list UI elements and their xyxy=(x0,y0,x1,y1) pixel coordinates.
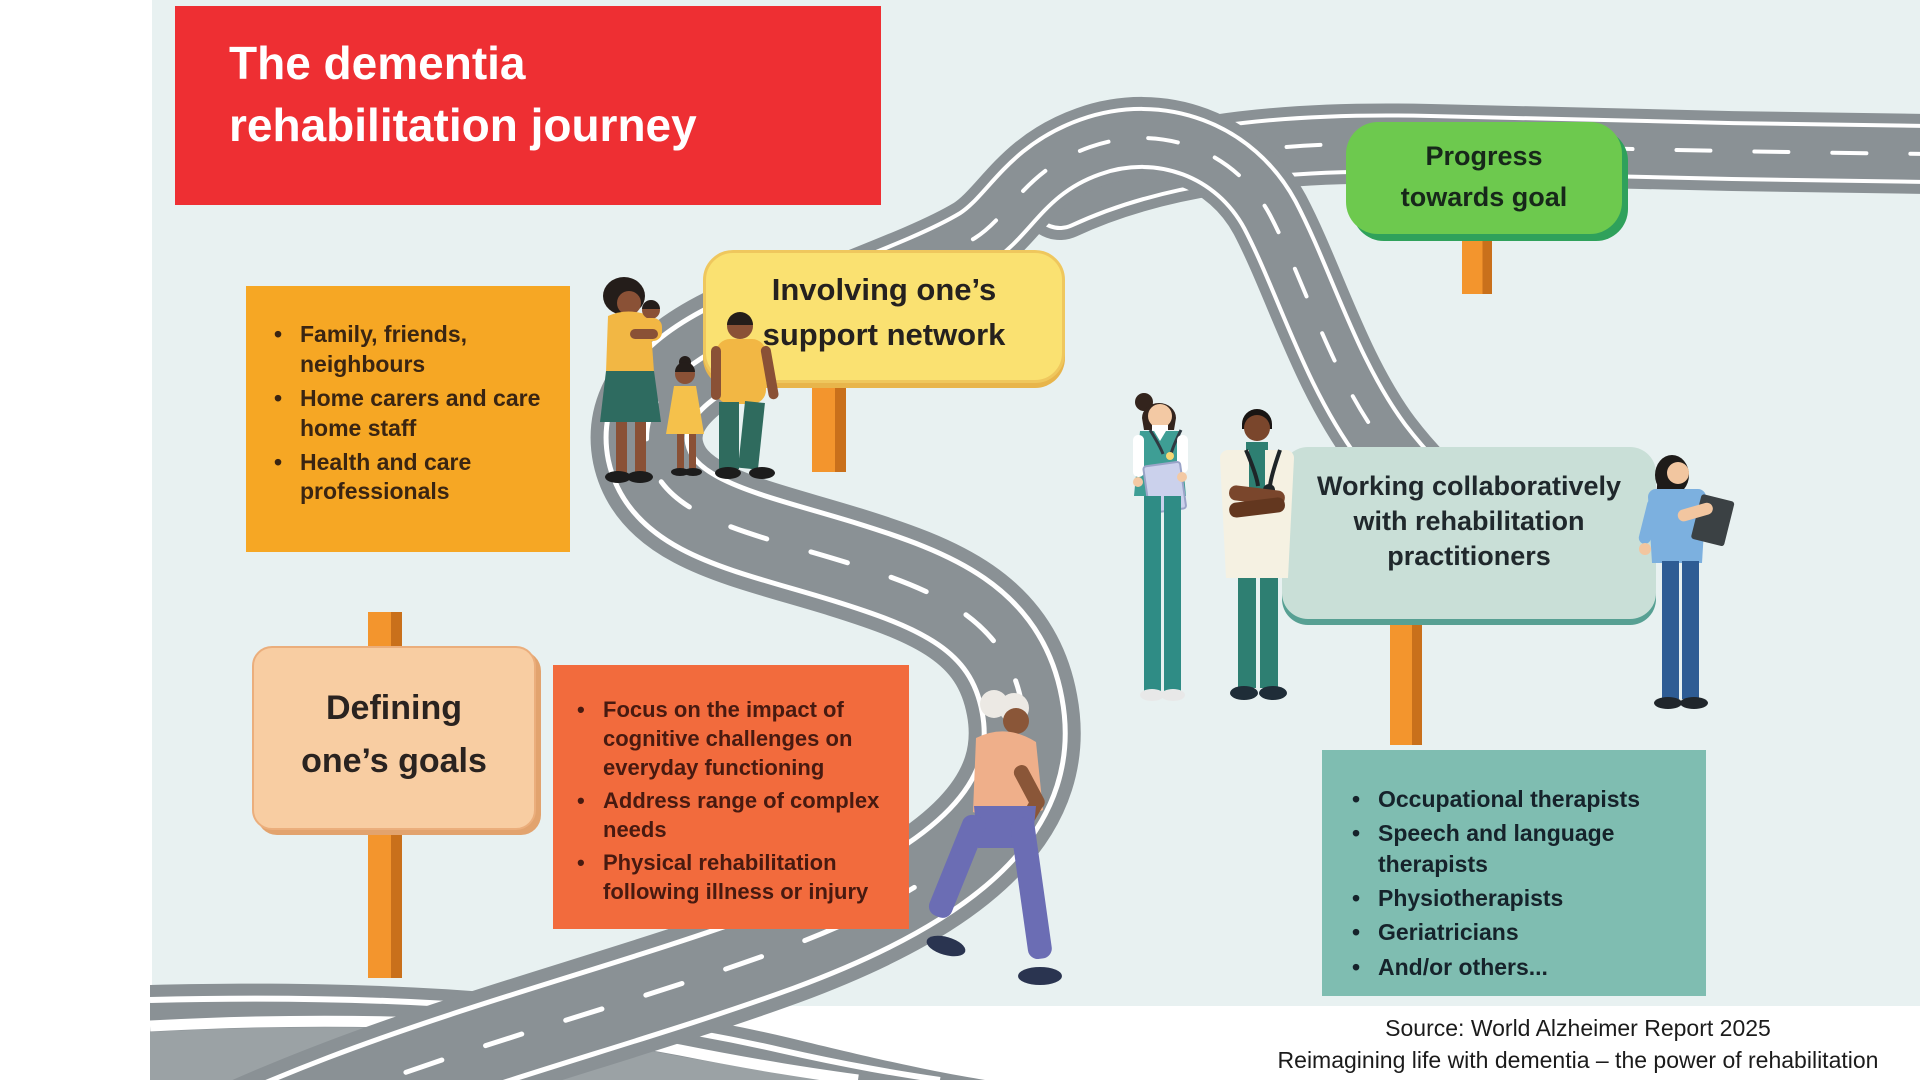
practitioners-list: Occupational therapistsSpeech and langua… xyxy=(1348,784,1688,983)
support-people-list: Family, friends, neighboursHome carers a… xyxy=(270,320,544,507)
support-network-sign: Involving one’s support network xyxy=(703,250,1065,383)
list-item: Home carers and care home staff xyxy=(270,384,544,444)
progress-label: Progress towards goal xyxy=(1400,141,1568,212)
list-item: Speech and language therapists xyxy=(1348,818,1688,879)
left-margin xyxy=(0,0,152,1080)
goal-focus-box: Focus on the impact of cognitive challen… xyxy=(553,665,909,929)
list-item: Family, friends, neighbours xyxy=(270,320,544,380)
practitioners-box: Occupational therapistsSpeech and langua… xyxy=(1322,750,1706,996)
list-item: Occupational therapists xyxy=(1348,784,1688,815)
road-hairpin-path xyxy=(739,96,1491,555)
defining-sign-post-top xyxy=(368,612,402,652)
list-item: Address range of complex needs xyxy=(573,786,901,844)
collaborating-sign-post xyxy=(1390,617,1422,745)
page-title: The dementia rehabilitation journey xyxy=(229,37,697,152)
progress-sign-post xyxy=(1462,230,1492,294)
defining-goals-sign: Defining one’s goals xyxy=(252,646,536,830)
practitioner-with-clipboard-illustration xyxy=(1638,455,1735,709)
source-line-1: Source: World Alzheimer Report 2025 xyxy=(1385,1015,1771,1041)
list-item: Physical rehabilitation following illnes… xyxy=(573,848,901,906)
defining-goals-label: Defining one’s goals xyxy=(301,689,487,780)
support-network-label: Involving one’s support network xyxy=(762,272,1006,352)
list-item: Physiotherapists xyxy=(1348,883,1688,914)
title-box: The dementia rehabilitation journey xyxy=(175,6,881,205)
goal-focus-list: Focus on the impact of cognitive challen… xyxy=(573,695,901,906)
support-sign-post xyxy=(812,380,846,472)
support-people-box: Family, friends, neighboursHome carers a… xyxy=(246,286,570,552)
source-attribution: Source: World Alzheimer Report 2025 Reim… xyxy=(1240,1012,1916,1076)
defining-sign-post-bottom xyxy=(368,826,402,978)
source-line-2: Reimagining life with dementia – the pow… xyxy=(1277,1047,1879,1074)
list-item: Focus on the impact of cognitive challen… xyxy=(573,695,901,782)
list-item: Health and care professionals xyxy=(270,448,544,508)
collaborating-sign: Working collaboratively with rehabilitat… xyxy=(1282,447,1656,619)
nurse-and-doctor-illustration xyxy=(1133,393,1294,701)
collaborating-label: Working collaboratively with rehabilitat… xyxy=(1316,471,1622,572)
progress-sign: Progress towards goal xyxy=(1346,122,1622,234)
list-item: Geriatricians xyxy=(1348,917,1688,948)
family-with-children-illustration xyxy=(600,277,779,483)
older-person-walking-illustration xyxy=(926,690,1062,985)
list-item: And/or others... xyxy=(1348,952,1688,983)
